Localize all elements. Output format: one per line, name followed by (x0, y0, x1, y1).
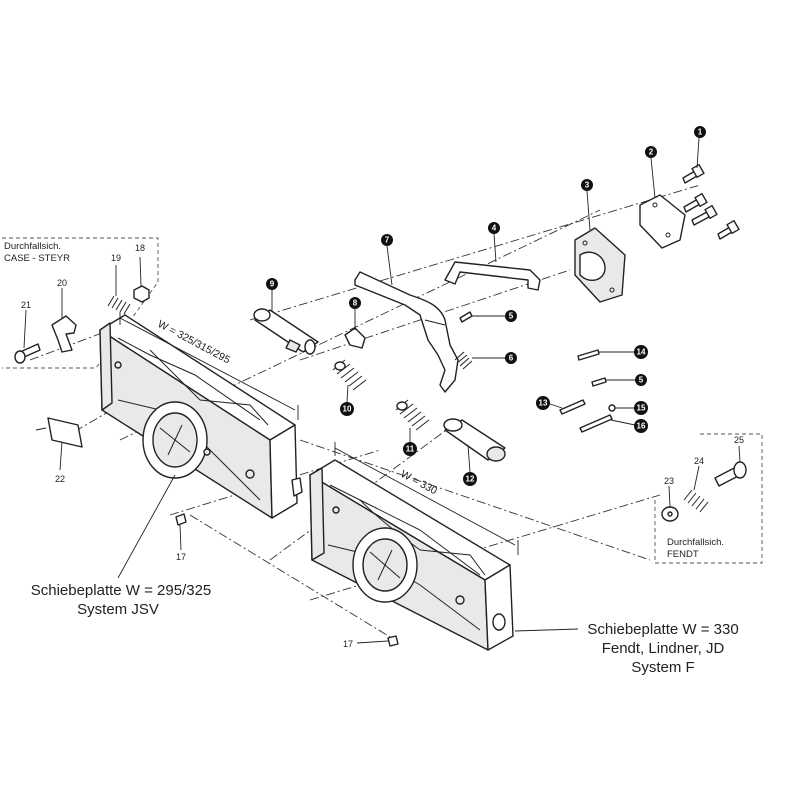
svg-text:7: 7 (385, 236, 390, 245)
fendt-line2: FENDT (667, 549, 699, 560)
badge-6: 6 (505, 352, 517, 364)
num-20: 20 (57, 278, 67, 288)
part-pin-5-lower (591, 377, 607, 387)
svg-text:8: 8 (353, 299, 358, 308)
part-spring-24 (683, 489, 709, 513)
part-nut-18 (133, 285, 150, 303)
part-housing-3 (574, 227, 626, 303)
badge-4: 4 (488, 222, 500, 234)
part-latch-20 (51, 315, 77, 353)
parts-case-steyr (14, 285, 399, 647)
caption-right-line2: Fendt, Lindner, JD (602, 640, 725, 657)
num-22: 22 (55, 474, 65, 484)
num-24: 24 (694, 456, 704, 466)
part-pin-13 (559, 399, 586, 415)
caption-left-line2: System JSV (77, 601, 159, 618)
svg-text:6: 6 (509, 354, 514, 363)
case-steyr-line1: Durchfallsich. (4, 241, 61, 252)
part-clip-8 (344, 327, 366, 349)
part-spring-6 (454, 351, 473, 370)
num-25: 25 (734, 435, 744, 445)
svg-text:3: 3 (585, 181, 590, 190)
fendt-box: Durchfallsich. FENDT (654, 433, 763, 564)
badge-labels: 1 2 3 4 5 6 7 8 9 10 11 12 13 14 5 15 16 (266, 126, 706, 486)
case-steyr-line2: CASE - STEYR (4, 253, 70, 264)
caption-left-line1: Schiebeplatte W = 295/325 (31, 582, 212, 599)
svg-text:1: 1 (698, 128, 703, 137)
badge-15: 15 (634, 401, 648, 415)
num-21: 21 (21, 300, 31, 310)
part-screws-1 (682, 163, 740, 240)
badge-5-upper: 5 (505, 310, 517, 322)
svg-text:12: 12 (466, 475, 475, 484)
svg-text:9: 9 (270, 280, 275, 289)
plain-part-numbers: 18 19 20 21 22 17 17 23 24 25 (21, 243, 744, 649)
caption-right-line3: System F (631, 659, 694, 676)
badge-3: 3 (581, 179, 593, 191)
badge-7: 7 (381, 234, 393, 246)
part-spring-10 (332, 359, 367, 391)
part-sleeve-12 (443, 418, 506, 462)
svg-text:16: 16 (637, 422, 646, 431)
case-steyr-box: Durchfallsich. CASE - STEYR (2, 237, 159, 369)
svg-text:5: 5 (639, 376, 644, 385)
part-screw-17-left (175, 513, 187, 526)
part-spring-19 (107, 295, 131, 315)
part-lever-4 (444, 261, 541, 291)
num-17-right: 17 (343, 639, 353, 649)
num-18: 18 (135, 243, 145, 253)
num-17-left: 17 (176, 552, 186, 562)
caption-right: Schiebeplatte W = 330 Fendt, Lindner, JD… (587, 621, 738, 676)
badge-16: 16 (634, 419, 648, 433)
svg-text:4: 4 (492, 224, 497, 233)
fendt-line1: Durchfallsich. (667, 537, 724, 548)
badge-14: 14 (634, 345, 648, 359)
slide-plate-right: W = 330 (309, 442, 519, 651)
badge-9: 9 (266, 278, 278, 290)
part-hook-lever-7 (354, 271, 459, 393)
num-23: 23 (664, 476, 674, 486)
part-pin-14 (577, 349, 600, 361)
part-pin-5-upper (459, 311, 473, 323)
badge-12: 12 (463, 472, 477, 486)
svg-text:15: 15 (637, 404, 646, 413)
leader-lines (23, 137, 741, 644)
badge-1: 1 (694, 126, 706, 138)
svg-text:2: 2 (649, 148, 654, 157)
caption-right-line1: Schiebeplatte W = 330 (587, 621, 738, 638)
badge-8: 8 (349, 297, 361, 309)
badge-10: 10 (340, 402, 354, 416)
parts-fendt (661, 461, 747, 522)
caption-left: Schiebeplatte W = 295/325 System JSV (31, 582, 212, 618)
svg-text:14: 14 (637, 348, 646, 357)
svg-text:11: 11 (406, 445, 415, 454)
part-pin-16 (579, 414, 613, 433)
num-19: 19 (111, 253, 121, 263)
part-plate-22 (47, 417, 83, 448)
parts-upper (253, 163, 740, 462)
svg-text:10: 10 (343, 405, 352, 414)
part-cover-plate-2 (639, 194, 686, 249)
part-spring-11 (395, 399, 430, 431)
badge-2: 2 (645, 146, 657, 158)
part-pin-9 (253, 308, 319, 355)
badge-11: 11 (403, 442, 417, 456)
slide-plate-left: W = 325/315/295 (99, 312, 303, 519)
svg-text:5: 5 (509, 312, 514, 321)
svg-text:13: 13 (539, 399, 548, 408)
part-screw-17-right (387, 635, 399, 647)
badge-5-lower: 5 (635, 374, 647, 386)
badge-13: 13 (536, 396, 550, 410)
part-ball-15 (608, 404, 616, 412)
